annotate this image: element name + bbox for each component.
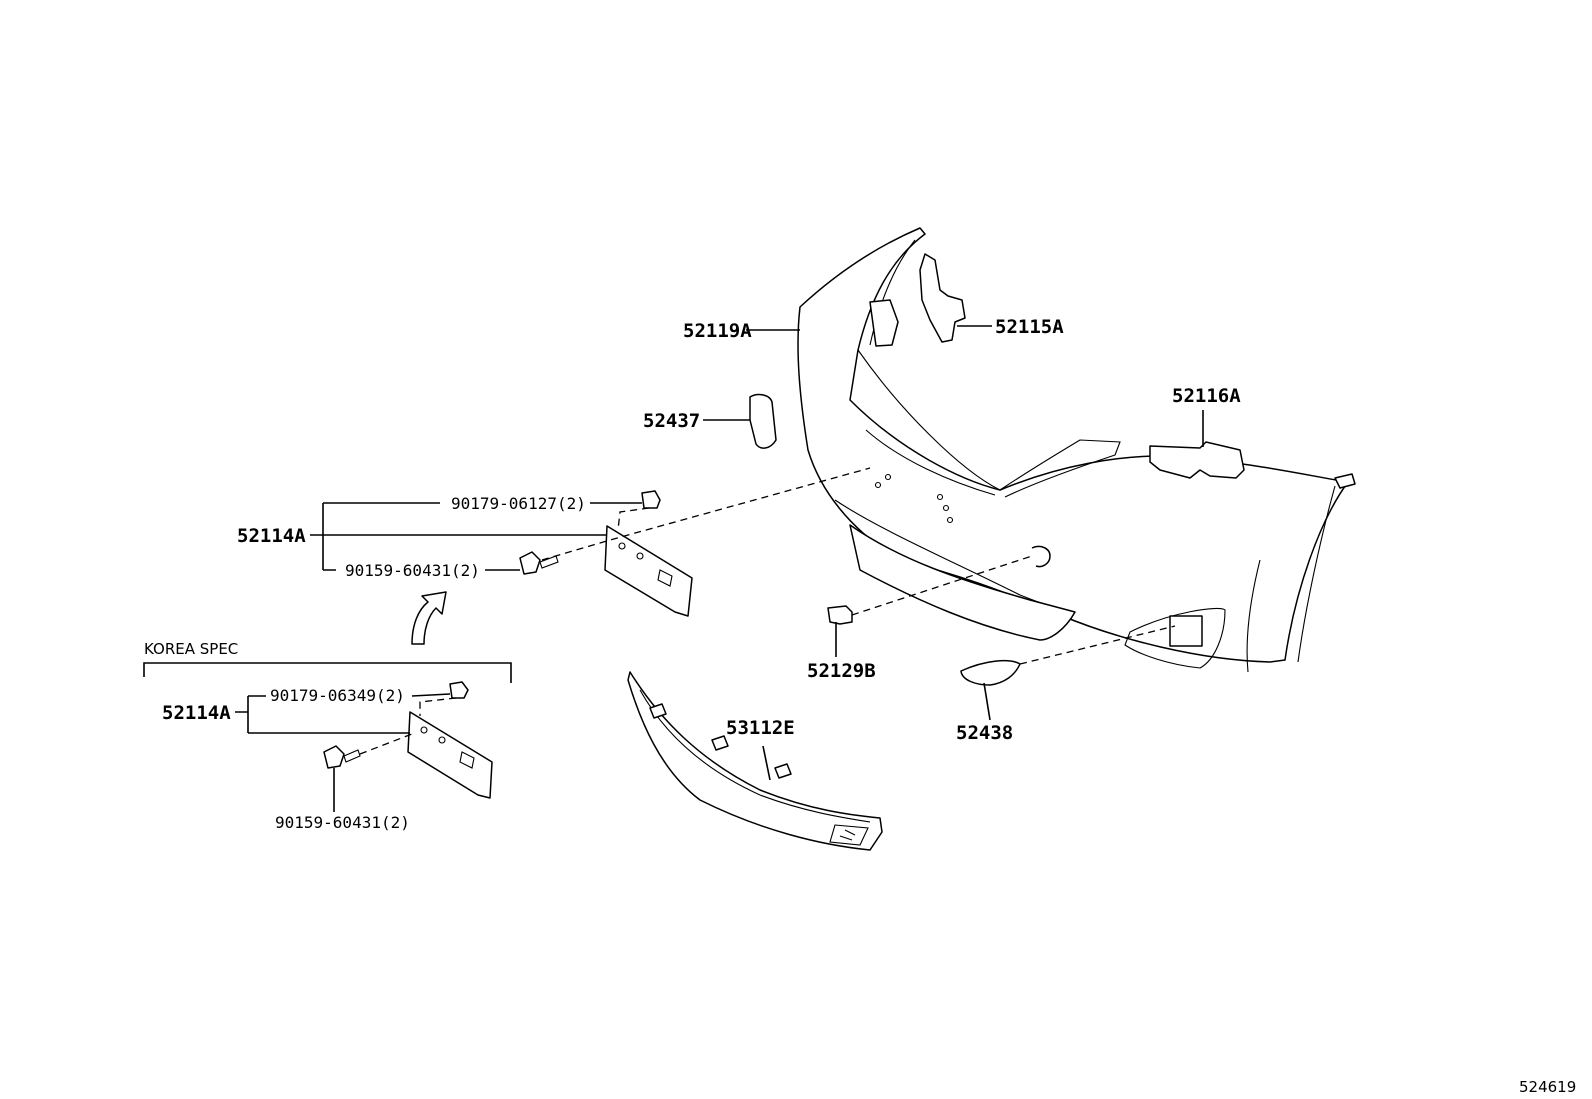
cap-52438-drawing: [960, 659, 1021, 686]
korea-spec-label: KOREА SPEC: [144, 640, 238, 658]
label-90159-60431-korea: 90159-60431(2): [275, 813, 410, 832]
bracket-korea-drawing: [407, 711, 493, 799]
label-52437: 52437: [643, 410, 700, 432]
grille-53112e-drawing: [627, 671, 883, 851]
cap-52437-drawing: [749, 393, 777, 449]
label-90179-06127: 90179-06127(2): [451, 494, 586, 513]
nut-korea-drawing: [449, 681, 469, 699]
label-90159-60431: 90159-60431(2): [345, 561, 480, 580]
retainer-52115a-drawing: [919, 253, 966, 343]
label-52116a: 52116A: [1172, 385, 1241, 407]
label-53112e: 53112E: [726, 717, 795, 739]
label-52114a-korea: 52114A: [162, 702, 231, 724]
label-52438: 52438: [956, 722, 1013, 744]
label-52115a: 52115A: [995, 316, 1064, 338]
label-90179-06349: 90179-06349(2): [270, 686, 405, 705]
nut-90179-06127-drawing: [641, 490, 661, 509]
screw-korea-drawing: [323, 745, 361, 769]
diagram-id: 524619: [1519, 1078, 1576, 1096]
label-52119a: 52119A: [683, 320, 752, 342]
label-52129b: 52129B: [807, 660, 876, 682]
hole-cover-52129b-drawing: [827, 605, 853, 625]
screw-90159-60431-drawing: [519, 551, 559, 575]
label-52114a: 52114A: [237, 525, 306, 547]
korea-spec-arrow: [411, 591, 447, 645]
bracket-52114a-drawing: [604, 525, 693, 617]
retainer-52116a-drawing: [1149, 441, 1245, 479]
bumper-cover-drawing: [797, 227, 1356, 673]
